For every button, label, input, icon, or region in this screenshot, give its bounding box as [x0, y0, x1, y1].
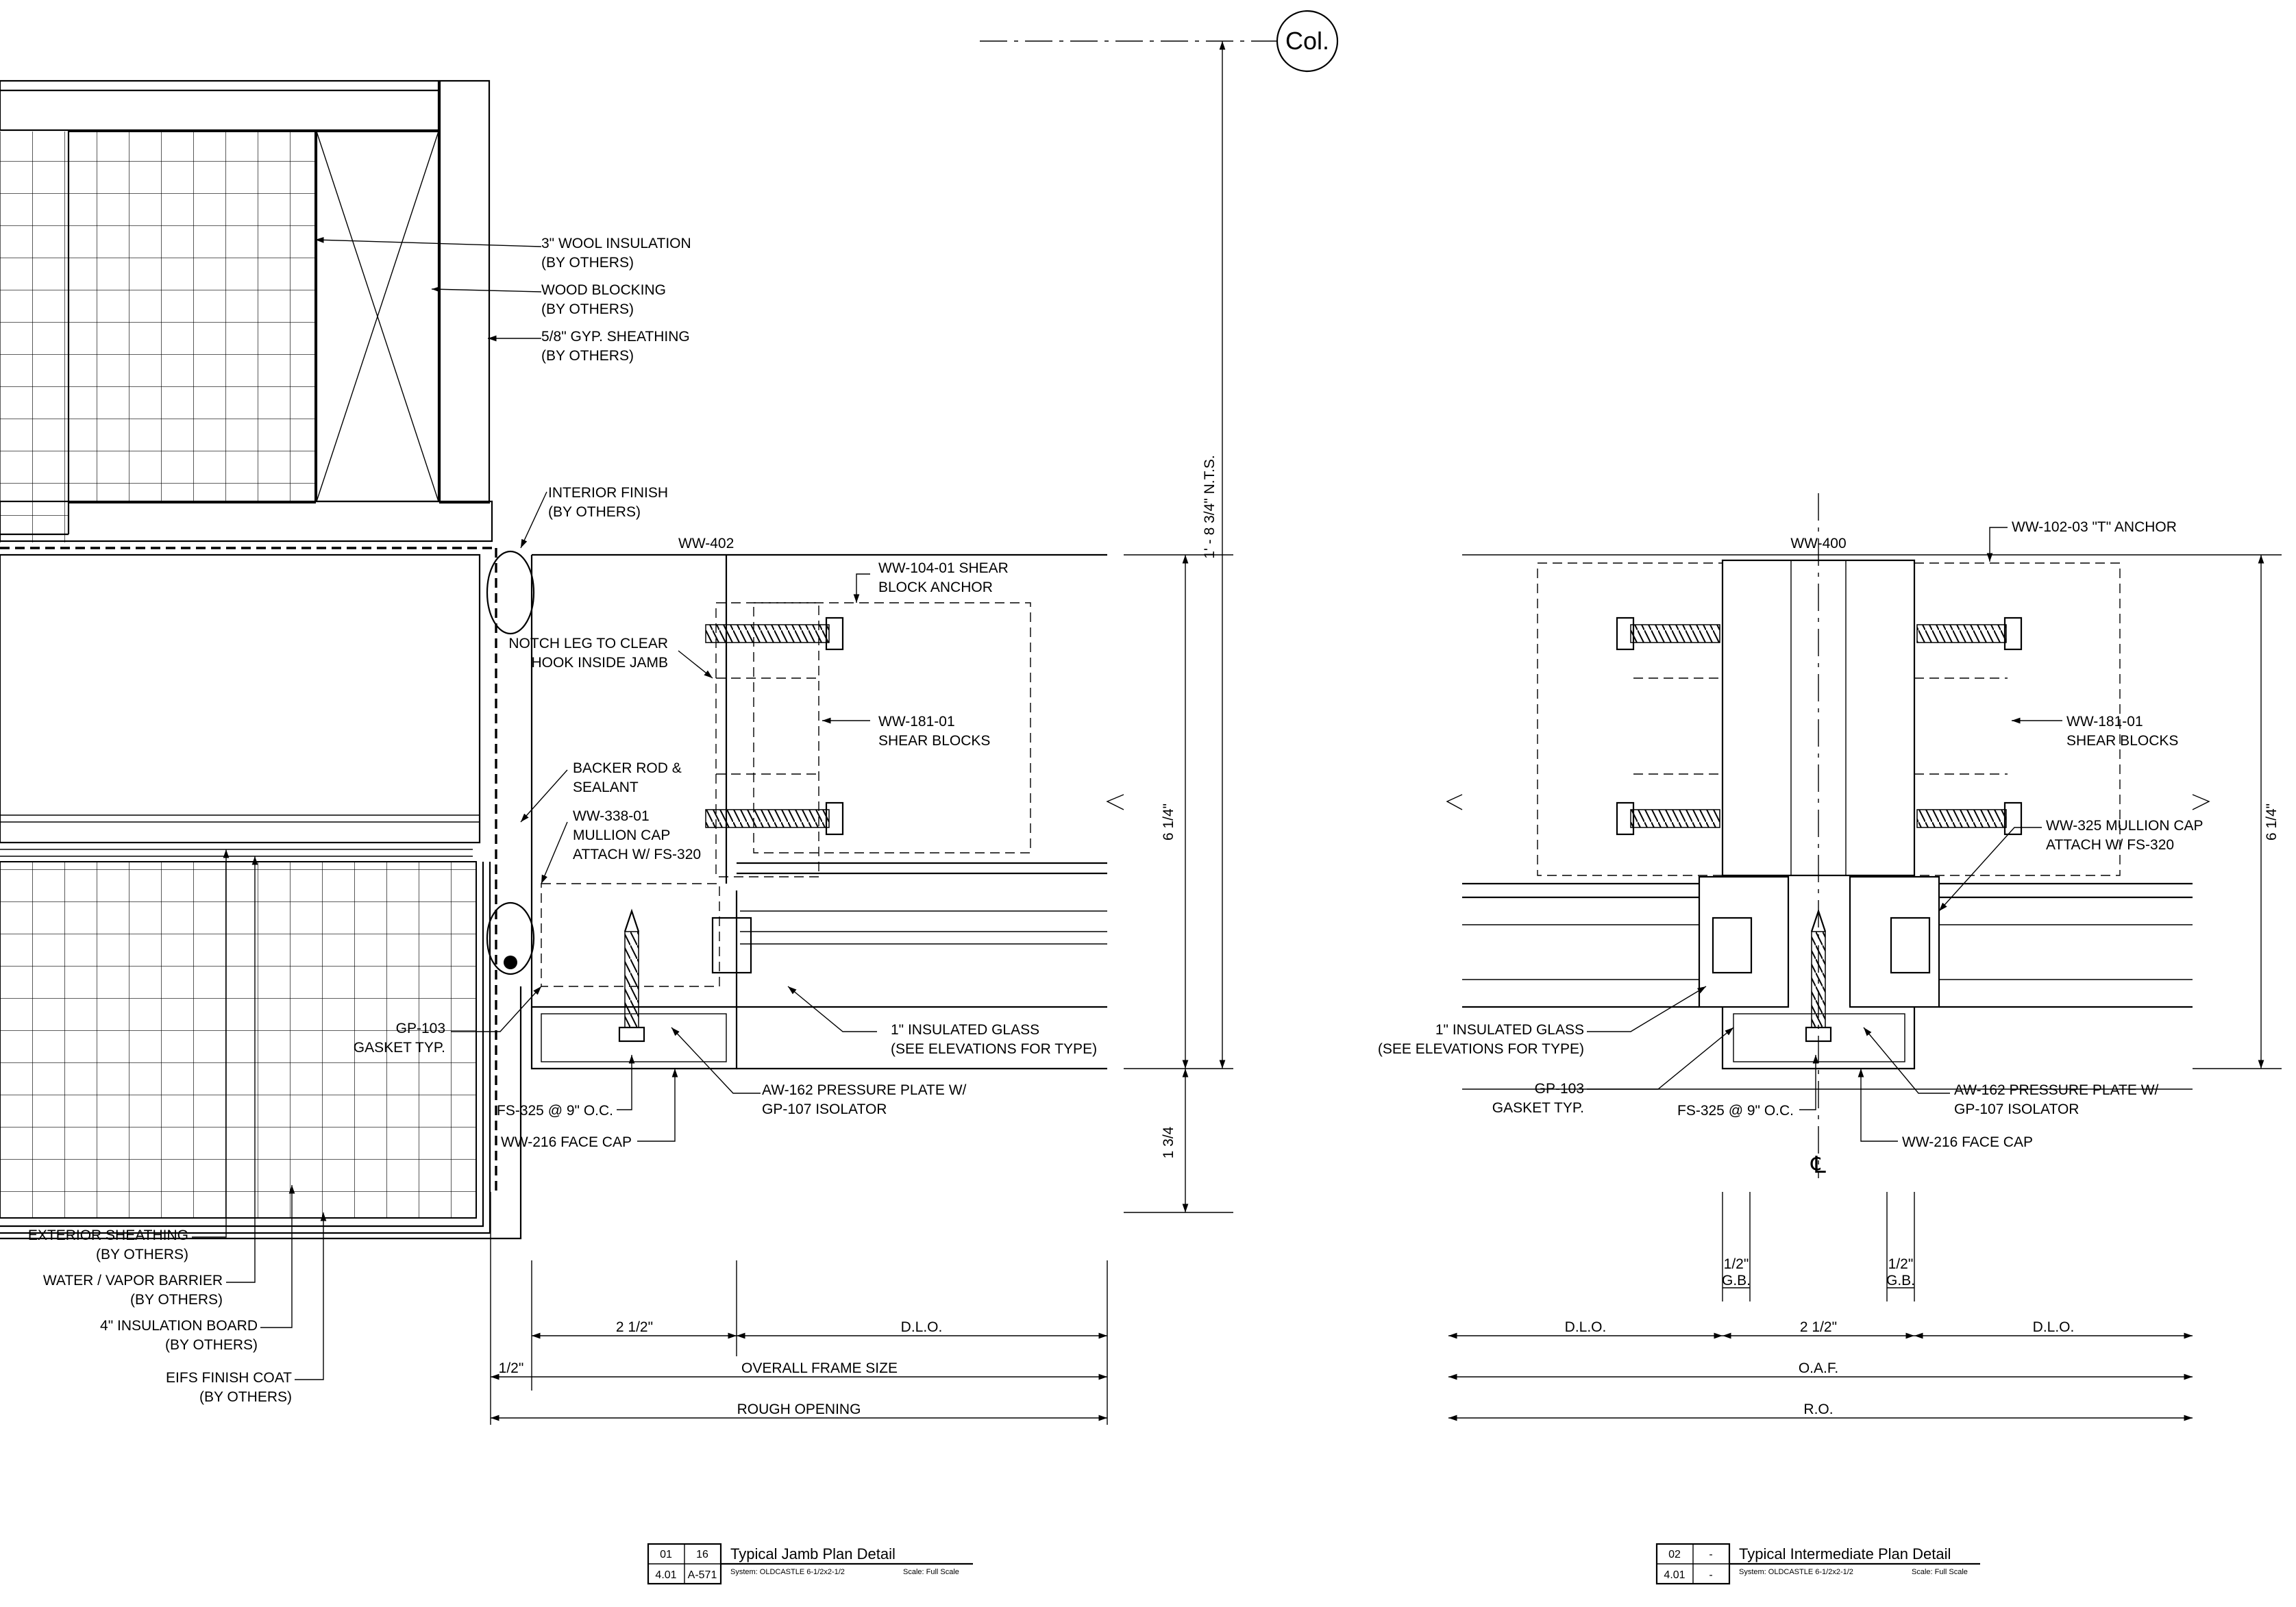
- jamb-wall-assembly: [0, 79, 535, 1240]
- callout-wood-blocking: WOOD BLOCKING(BY OTHERS): [541, 282, 666, 317]
- tb-int-system: System: OLDCASTLE 6-1/2x2-1/2: [1739, 1568, 1853, 1576]
- tb-jamb-sheet-no: 4.01: [655, 1569, 676, 1581]
- dim-gb-left-label: G.B.: [1722, 1273, 1751, 1288]
- callout-face-cap-intermediate: WW-216 FACE CAP: [1902, 1134, 2033, 1150]
- dim-oaf: O.A.F.: [1799, 1360, 1838, 1376]
- callout-insulation-board: 4" INSULATION BOARD(BY OTHERS): [100, 1318, 258, 1353]
- dim-overall-frame: OVERALL FRAME SIZE: [741, 1360, 898, 1376]
- tb-int-title: Typical Intermediate Plan Detail: [1739, 1545, 1951, 1562]
- callout-vapor-barrier: WATER / VAPOR BARRIER(BY OTHERS): [43, 1273, 223, 1308]
- callout-insulated-glass-intermediate: 1" INSULATED GLASS(SEE ELEVATIONS FOR TY…: [1378, 1022, 1584, 1057]
- title-block-intermediate: 02 - 4.01 - Typical Intermediate Plan De…: [1655, 1543, 1980, 1585]
- dim-rough-opening: ROUGH OPENING: [737, 1402, 861, 1417]
- tb-jamb-scale: Scale: Full Scale: [903, 1568, 959, 1576]
- tb-jamb-title: Typical Jamb Plan Detail: [730, 1545, 896, 1562]
- tb-int-scale: Scale: Full Scale: [1912, 1568, 1968, 1576]
- dim-dlo-right: D.L.O.: [2033, 1319, 2075, 1335]
- jamb-frame-section: [530, 553, 1107, 1070]
- callout-face-cap-jamb: WW-216 FACE CAP: [501, 1134, 632, 1150]
- dim-frame-width: 2 1/2": [616, 1319, 653, 1335]
- callout-t-anchor: WW-102-03 "T" ANCHOR: [2012, 519, 2177, 535]
- title-block-jamb: 01 16 4.01 A-571 Typical Jamb Plan Detai…: [647, 1543, 973, 1585]
- callout-fastener-jamb: FS-325 @ 9" O.C.: [497, 1103, 613, 1119]
- tb-jamb-sheet-ref: 16: [696, 1549, 708, 1560]
- callout-eifs: EIFS FINISH COAT(BY OTHERS): [166, 1370, 292, 1405]
- tb-int-sheet-ref: -: [1709, 1549, 1712, 1560]
- dim-gb-left: 1/2": [1724, 1256, 1749, 1272]
- callout-wool-insulation: 3" WOOL INSULATION(BY OTHERS): [541, 236, 691, 271]
- callout-mullion-intermediate: WW-400: [1790, 536, 1846, 551]
- tb-int-detail-no: 02: [1668, 1549, 1681, 1560]
- tb-jamb-sheet-ref2: A-571: [688, 1569, 717, 1581]
- callout-insulated-glass-jamb: 1" INSULATED GLASS(SEE ELEVATIONS FOR TY…: [891, 1022, 1097, 1057]
- tb-jamb-system: System: OLDCASTLE 6-1/2x2-1/2: [730, 1568, 845, 1576]
- centerline-symbol: ℄: [1810, 1152, 1826, 1178]
- dim-frame-width-intermediate: 2 1/2": [1800, 1319, 1837, 1335]
- column-marker-label: Col.: [1285, 27, 1329, 55]
- dim-face: 1 3/4: [1161, 1126, 1176, 1158]
- dim-dlo: D.L.O.: [901, 1319, 943, 1335]
- dim-gb-right: 1/2": [1888, 1256, 1914, 1272]
- dim-depth-intermediate: 6 1/4": [2264, 804, 2280, 840]
- callout-pressure-plate-intermediate: AW-162 PRESSURE PLATE W/GP-107 ISOLATOR: [1954, 1082, 2159, 1117]
- dim-offset: 1/2": [499, 1360, 524, 1376]
- callout-fastener-intermediate: FS-325 @ 9" O.C.: [1677, 1103, 1794, 1119]
- dim-gb-right-label: G.B.: [1886, 1273, 1915, 1288]
- intermediate-dimensions: 6 1/4" 1/2" G.B. 1/2" G.B. D.L.O. 2 1/2"…: [1446, 554, 2282, 1421]
- tb-jamb-detail-no: 01: [660, 1549, 672, 1560]
- callout-gyp-sheathing: 5/8" GYP. SHEATHING(BY OTHERS): [541, 329, 690, 364]
- column-marker: Col.: [980, 10, 1339, 73]
- callout-backer-rod: BACKER ROD &SEALANT: [573, 760, 682, 795]
- dim-depth: 6 1/4": [1161, 804, 1176, 840]
- callout-mullion-jamb: WW-402: [678, 536, 734, 551]
- callout-pressure-plate-jamb: AW-162 PRESSURE PLATE W/GP-107 ISOLATOR: [762, 1082, 967, 1117]
- jamb-dimensions: 1' - 8 3/4" N.T.S. 6 1/4" 1 3/4 2 1/2" D…: [490, 40, 1233, 1425]
- tb-int-sheet-no: 4.01: [1664, 1569, 1685, 1581]
- dim-ro: R.O.: [1803, 1402, 1833, 1417]
- jamb-callouts: 3" WOOL INSULATION(BY OTHERS) WOOD BLOCK…: [28, 236, 1097, 1405]
- intermediate-frame-section: [1462, 493, 2193, 1178]
- dim-overall-height: 1' - 8 3/4" N.T.S.: [1202, 455, 1218, 559]
- tb-int-sheet-ref2: -: [1709, 1569, 1712, 1581]
- callout-exterior-sheathing: EXTERIOR SHEATHING(BY OTHERS): [28, 1228, 188, 1262]
- callout-interior-finish: INTERIOR FINISH(BY OTHERS): [548, 485, 668, 520]
- dim-dlo-left: D.L.O.: [1565, 1319, 1607, 1335]
